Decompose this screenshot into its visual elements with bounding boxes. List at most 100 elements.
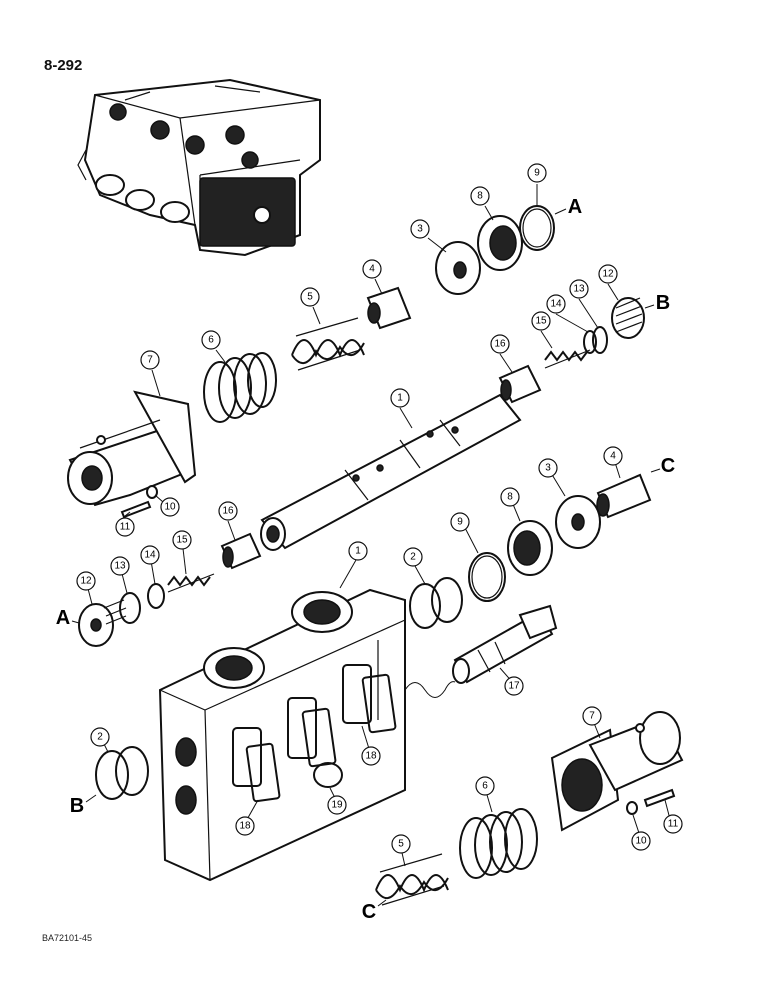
svg-text:7: 7 bbox=[589, 711, 595, 722]
svg-text:6: 6 bbox=[482, 781, 488, 792]
callout-2-lower: 2 bbox=[90, 727, 110, 747]
valve-assembly-inset bbox=[77, 78, 321, 257]
spacer-4-upper bbox=[366, 286, 412, 330]
svg-text:17: 17 bbox=[508, 681, 520, 692]
svg-text:15: 15 bbox=[176, 535, 188, 546]
callout-13-left: 13 bbox=[110, 556, 130, 576]
valve-body-1 bbox=[158, 588, 406, 882]
ref-letter-a-top: A bbox=[568, 196, 582, 218]
o-rings-2-upper bbox=[409, 577, 463, 629]
callout-15-right: 15 bbox=[531, 311, 551, 331]
relief-valve-17 bbox=[404, 604, 558, 698]
washer-10-upper bbox=[146, 485, 158, 499]
svg-text:14: 14 bbox=[144, 550, 156, 561]
bushing-16-right bbox=[498, 364, 542, 404]
svg-text:12: 12 bbox=[602, 269, 614, 280]
callout-17: 17 bbox=[504, 676, 524, 696]
callout-3-upper: 3 bbox=[410, 219, 430, 239]
callout-1-body: 1 bbox=[348, 541, 368, 561]
callout-8-upper: 8 bbox=[470, 186, 490, 206]
callout-4-lower: 4 bbox=[603, 446, 623, 466]
o-ring-9-lower bbox=[468, 552, 506, 602]
callout-13-right: 13 bbox=[569, 279, 589, 299]
washer-8-lower bbox=[507, 520, 553, 576]
callout-11-upper: 11 bbox=[115, 517, 135, 537]
svg-text:13: 13 bbox=[573, 284, 585, 295]
svg-text:14: 14 bbox=[550, 299, 562, 310]
svg-text:8: 8 bbox=[477, 191, 483, 202]
o-ring-9-upper bbox=[519, 205, 555, 251]
callout-12-right: 12 bbox=[598, 264, 618, 284]
svg-text:11: 11 bbox=[120, 522, 131, 533]
callout-9-lower: 9 bbox=[450, 512, 470, 532]
ring-13-left bbox=[119, 592, 141, 624]
svg-text:2: 2 bbox=[97, 732, 103, 743]
end-cap-7-lower bbox=[550, 711, 684, 832]
callout-4-upper: 4 bbox=[362, 259, 382, 279]
callout-5-upper: 5 bbox=[300, 287, 320, 307]
svg-text:4: 4 bbox=[610, 451, 616, 462]
gasket-18-front bbox=[245, 742, 281, 803]
spacer-4-lower bbox=[596, 473, 652, 519]
o-rings-2-lower bbox=[95, 746, 149, 800]
ref-letter-a-left: A bbox=[56, 607, 70, 629]
svg-text:10: 10 bbox=[164, 502, 176, 513]
svg-text:10: 10 bbox=[635, 836, 647, 847]
svg-text:1: 1 bbox=[397, 393, 403, 404]
spring-6-upper bbox=[203, 352, 277, 423]
callout-7-upper: 7 bbox=[140, 350, 160, 370]
callout-14-right: 14 bbox=[546, 294, 566, 314]
svg-text:9: 9 bbox=[534, 168, 540, 179]
svg-text:19: 19 bbox=[331, 800, 343, 811]
plug-12-left bbox=[78, 599, 127, 647]
spring-5-upper bbox=[291, 317, 365, 371]
ref-letter-c-bottom: C bbox=[362, 901, 376, 923]
svg-text:15: 15 bbox=[535, 316, 547, 327]
callout-16-right: 16 bbox=[490, 334, 510, 354]
svg-text:7: 7 bbox=[147, 355, 153, 366]
callout-12-left: 12 bbox=[76, 571, 96, 591]
svg-text:5: 5 bbox=[307, 292, 313, 303]
callout-16-left: 16 bbox=[218, 501, 238, 521]
callout-14-left: 14 bbox=[140, 545, 160, 565]
plug-12-right bbox=[611, 297, 645, 339]
callout-1-upper: 1 bbox=[390, 388, 410, 408]
callout-18-front: 18 bbox=[235, 816, 255, 836]
svg-text:16: 16 bbox=[222, 506, 234, 517]
spring-15-right bbox=[544, 349, 591, 369]
callout-19: 19 bbox=[327, 795, 347, 815]
cap-3-lower bbox=[555, 495, 601, 549]
svg-text:8: 8 bbox=[507, 492, 513, 503]
ring-14-left bbox=[147, 583, 165, 609]
callout-18-rear: 18 bbox=[361, 746, 381, 766]
spring-5-lower bbox=[375, 853, 449, 906]
ring-13-right bbox=[592, 326, 608, 354]
callout-10-lower: 10 bbox=[631, 831, 651, 851]
callout-5-lower: 5 bbox=[391, 834, 411, 854]
svg-text:18: 18 bbox=[239, 821, 251, 832]
svg-text:2: 2 bbox=[410, 552, 416, 563]
svg-text:18: 18 bbox=[365, 751, 377, 762]
svg-text:5: 5 bbox=[398, 839, 404, 850]
callout-7-lower: 7 bbox=[582, 706, 602, 726]
spring-15-left bbox=[167, 573, 215, 593]
svg-text:11: 11 bbox=[668, 819, 679, 830]
screw-11-lower bbox=[643, 788, 676, 808]
ref-letter-b-right: B bbox=[656, 292, 670, 314]
callout-2-upper: 2 bbox=[403, 547, 423, 567]
svg-text:3: 3 bbox=[545, 463, 551, 474]
svg-text:6: 6 bbox=[208, 335, 214, 346]
callout-10-upper: 10 bbox=[160, 497, 180, 517]
end-cap-7-upper bbox=[67, 390, 197, 507]
cap-3-upper bbox=[435, 241, 481, 295]
o-ring-19 bbox=[313, 762, 343, 788]
callout-11-lower: 11 bbox=[663, 814, 683, 834]
svg-text:1: 1 bbox=[355, 546, 361, 557]
bushing-16-left bbox=[220, 532, 262, 570]
washer-10-lower bbox=[626, 801, 638, 815]
callout-6-upper: 6 bbox=[201, 330, 221, 350]
page-number: 8-292 bbox=[44, 57, 83, 74]
ring-14-right bbox=[583, 330, 597, 354]
svg-text:9: 9 bbox=[457, 517, 463, 528]
